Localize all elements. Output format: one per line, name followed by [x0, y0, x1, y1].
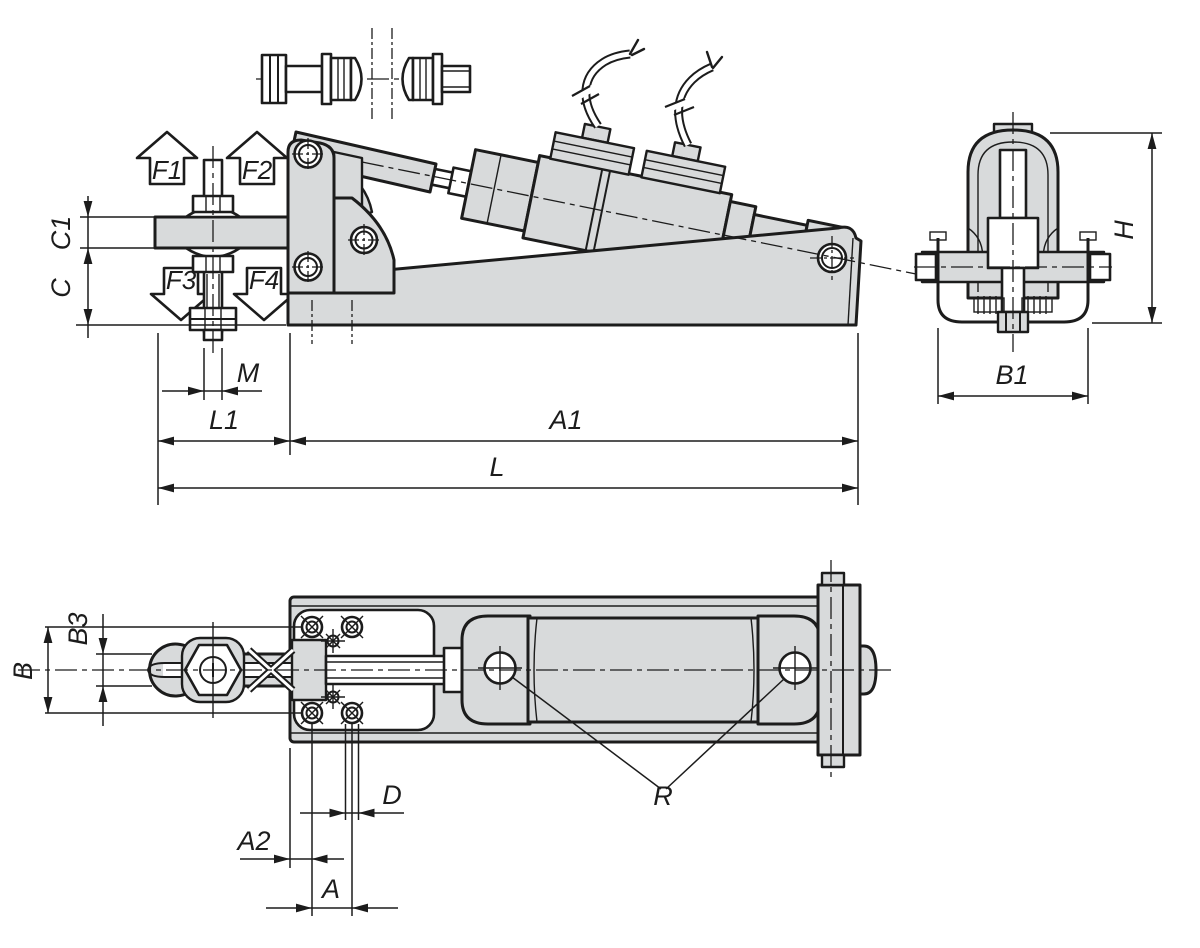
cable-break-mark-1 [571, 85, 591, 97]
bolt-shank [284, 64, 324, 94]
detail-view-spindle [256, 28, 472, 122]
dim-label-b1: B1 [995, 360, 1028, 390]
base-plate [286, 225, 863, 344]
serrated-washer-left [973, 297, 1005, 313]
bracket-plate [286, 138, 336, 295]
spherical-washer-right [401, 56, 415, 102]
mounting-bracket [286, 138, 396, 295]
dim-label-b: B [8, 662, 38, 680]
screw-hole [300, 701, 324, 725]
end-block-tab-bottom [820, 753, 846, 769]
dim-label-d: D [382, 780, 402, 810]
dim-label-h: H [1109, 220, 1139, 240]
cable-break-mark-2 [664, 97, 686, 109]
force-label-f1: F1 [152, 155, 182, 185]
flange-washer-left [320, 52, 333, 106]
dim-label-a: A [320, 874, 340, 904]
top-view-cylinder [18, 560, 893, 780]
force-label-f4: F4 [249, 265, 279, 295]
top-view-dimensions: B B3 D A2 A [8, 612, 404, 916]
nut-right [411, 56, 435, 102]
dim-label-r: R [653, 781, 673, 811]
hex-bolt-head [260, 53, 288, 105]
dim-label-c: C [46, 278, 76, 298]
cylinder-axis-centerline [361, 161, 917, 275]
screw-hole [300, 615, 324, 639]
side-view-dimensions: C1 C M L1 A1 L [46, 196, 859, 505]
sensor-block-2 [640, 149, 727, 195]
dim-label-m: M [237, 358, 260, 388]
nut-left [329, 56, 353, 102]
radius-callout: R [511, 676, 785, 811]
force-label-f2: F2 [242, 155, 273, 185]
force-arrow-f4 [232, 266, 296, 322]
screw-hole [340, 701, 364, 725]
spherical-washer-left [349, 56, 363, 102]
top-view: R B B3 D [8, 560, 893, 916]
force-arrow-f1 [135, 130, 199, 186]
sensor-block-1 [549, 131, 636, 176]
side-view: F1 F2 F3 F4 [46, 38, 917, 505]
dim-label-a2: A2 [235, 826, 270, 856]
dim-label-b3: B3 [63, 612, 93, 645]
dim-label-l1: L1 [209, 405, 239, 435]
locating-pin [321, 629, 345, 653]
screw-hole [340, 615, 364, 639]
force-arrow-f2 [225, 130, 289, 186]
dim-label-a1: A1 [547, 405, 582, 435]
dim-label-l: L [489, 452, 504, 482]
sensor-cables [571, 38, 724, 148]
threaded-stub [440, 64, 472, 94]
mounting-pad-holes [300, 615, 364, 725]
end-view-dimensions: H B1 [937, 132, 1162, 404]
dim-label-c1: C1 [46, 216, 76, 251]
flange-washer-right [431, 52, 444, 106]
serrated-washer-right [1021, 297, 1053, 313]
end-view: H B1 [914, 112, 1162, 404]
force-label-f3: F3 [166, 265, 197, 295]
end-block-tab-top [820, 571, 846, 587]
locating-pin [321, 685, 345, 709]
